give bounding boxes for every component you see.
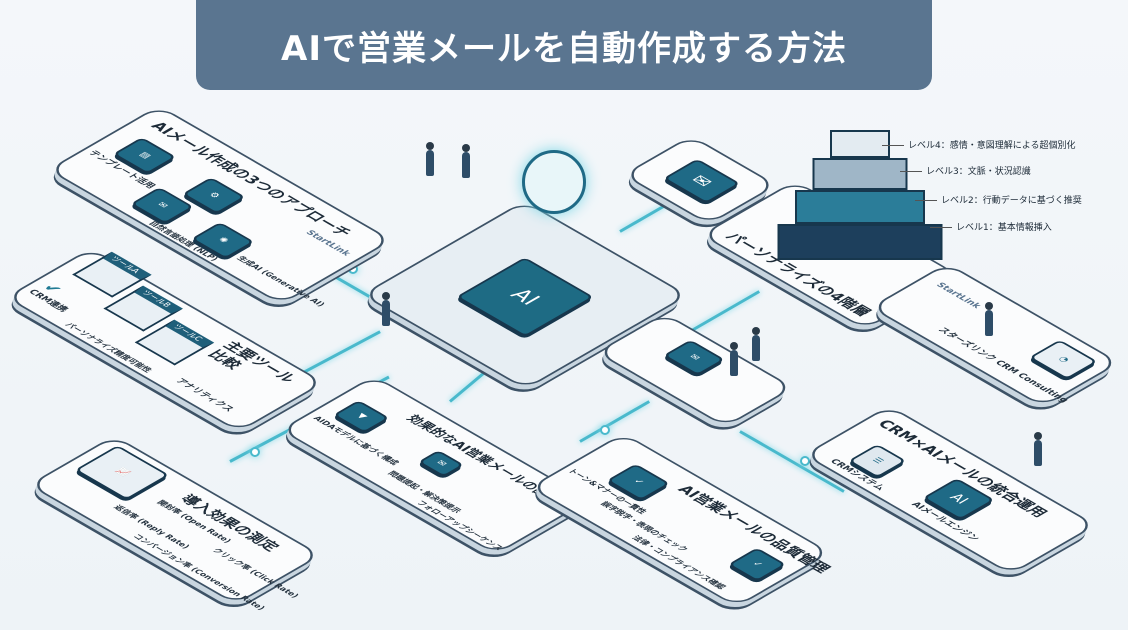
level-label: レベル2：行動データに基づく推奨 [915,193,1082,206]
startlink-logo: StartLink [933,281,983,310]
approaches-title: AIメール作成の3つのアプローチ [147,119,356,240]
level-label: レベル4：感情・意図理解による超個別化 [882,138,1075,151]
pyramid-level-1 [777,224,943,260]
operator-figure [1034,432,1042,466]
connector-node [800,456,810,466]
businessperson-figure [382,292,390,326]
connector-line [689,290,761,333]
envelope-icon: ✉ [662,158,741,204]
crm-panel: CRM×AIメールの統合運用 ☰ AI CRMシステム AIメールエンジン [803,405,1097,575]
team-member-figure [752,327,760,361]
pyramid-level-2 [795,190,925,224]
email-screen-icon: ✉ [662,339,726,376]
connector-node [250,447,260,457]
approach-item: 生成AI (Generative AI) [234,254,327,308]
businessperson-figure [426,142,434,176]
connector-node [600,425,610,435]
pyramid-level-4 [830,130,890,158]
team-member-figure [730,342,738,376]
brain-icon [522,150,586,214]
design-panel: 効果的なAI営業メールの設計パターン ▼ ✉ AIDAモデルに基づく構成 問題提… [279,375,608,555]
tools-title: 主要ツール比較 [203,338,300,386]
tool-criterion: アナリティクス [173,377,236,414]
monitor-icon: ◔ [1028,339,1098,380]
consulting-panel: StartLink スターズリンク CRM Consulting ◔ [869,262,1121,408]
connector-node [348,264,358,274]
businessperson-figure [462,144,470,178]
pyramid-level-3 [812,158,908,190]
flowchart-icon: ✉ [417,450,465,477]
nlp-gear-icon: ⚙ [181,177,246,214]
consultant-figure [985,302,993,336]
level-label: レベル3：文脈・状況認識 [900,164,1031,177]
page-title: AIで営業メールを自動作成する方法 [281,28,847,69]
dashboard-icon: 📈 [74,445,170,500]
title-banner: AIで営業メールを自動作成する方法 [196,0,932,90]
connector-line [579,400,651,443]
ai-chip: AI [455,257,595,337]
level-label: レベル1：基本情報挿入 [930,220,1052,233]
effects-panel: 導入効果の測定 📈 開封率 (Open Rate) クリック率 (Click R… [28,435,322,611]
